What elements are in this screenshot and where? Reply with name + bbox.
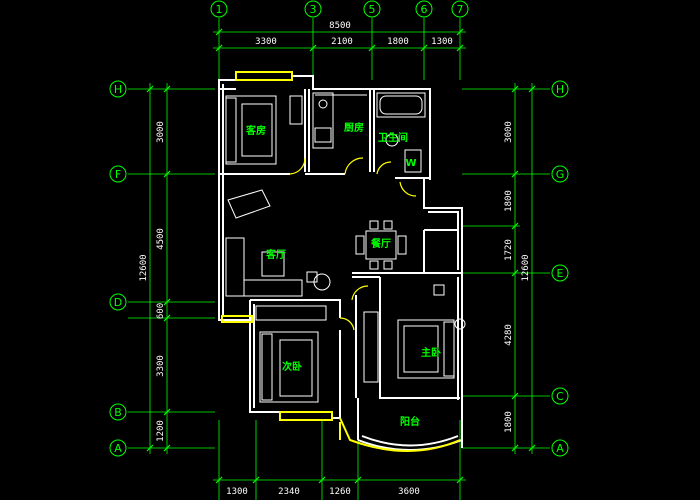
axis-bubbles <box>109 0 569 457</box>
dim-left-5: 1200 <box>156 420 166 442</box>
dim-top-total: 8500 <box>329 21 351 31</box>
axis-right-e: E <box>557 267 564 280</box>
dim-left-2: 4500 <box>156 228 166 250</box>
walls <box>218 75 463 451</box>
dim-right-1: 3000 <box>504 121 514 143</box>
dim-right-4: 4280 <box>504 324 514 346</box>
dim-top-3: 1800 <box>387 37 409 47</box>
axis-top-3: 3 <box>310 3 317 16</box>
room-label-kitchen: 厨房 <box>344 121 364 134</box>
axis-top-1: 1 <box>216 3 223 16</box>
axis-left-h: H <box>114 83 122 96</box>
dim-right-5: 1800 <box>504 411 514 433</box>
room-label-washer: W <box>405 158 416 169</box>
axis-right-c: C <box>556 390 564 403</box>
axis-left-f: F <box>115 168 121 181</box>
doors <box>289 157 417 331</box>
room-label-dining: 餐厅 <box>370 237 391 250</box>
room-label-bathroom: 卫生间 <box>378 131 408 144</box>
dim-left-1: 3000 <box>156 121 166 143</box>
room-label-guest-bedroom: 客房 <box>245 124 266 137</box>
dim-left-total: 12600 <box>139 254 149 281</box>
dim-bottom-3: 1260 <box>329 487 351 497</box>
axis-right-h: H <box>556 83 564 96</box>
axis-top-6: 6 <box>421 3 428 16</box>
axis-left-b: B <box>114 406 122 419</box>
dim-top-2: 2100 <box>331 37 353 47</box>
dim-left-4: 3300 <box>156 355 166 377</box>
dim-right-total: 12600 <box>521 254 531 281</box>
dimension-ticks <box>146 28 536 484</box>
dim-bottom-4: 3600 <box>398 487 420 497</box>
room-label-balcony: 阳台 <box>400 415 420 428</box>
room-label-master-bedroom: 主卧 <box>421 346 441 359</box>
axis-left-d: D <box>114 296 122 309</box>
windows <box>221 71 461 452</box>
room-label-second-bedroom: 次卧 <box>282 360 302 373</box>
grid-lines <box>128 18 550 500</box>
dim-top-4: 1300 <box>431 37 453 47</box>
axis-top-5: 5 <box>369 3 376 16</box>
room-label-living: 客厅 <box>265 248 286 261</box>
dim-bottom-1: 1300 <box>226 487 248 497</box>
dim-right-2: 1800 <box>504 190 514 212</box>
dim-bottom-2: 2340 <box>278 487 300 497</box>
axis-right-g: G <box>556 168 565 181</box>
axis-left-a: A <box>114 442 122 455</box>
axis-right-a: A <box>556 442 564 455</box>
furniture <box>225 92 466 403</box>
dim-top-1: 3300 <box>255 37 277 47</box>
dim-left-3: 600 <box>156 303 166 319</box>
dim-right-3: 1720 <box>504 239 514 261</box>
axis-top-7: 7 <box>457 3 464 16</box>
